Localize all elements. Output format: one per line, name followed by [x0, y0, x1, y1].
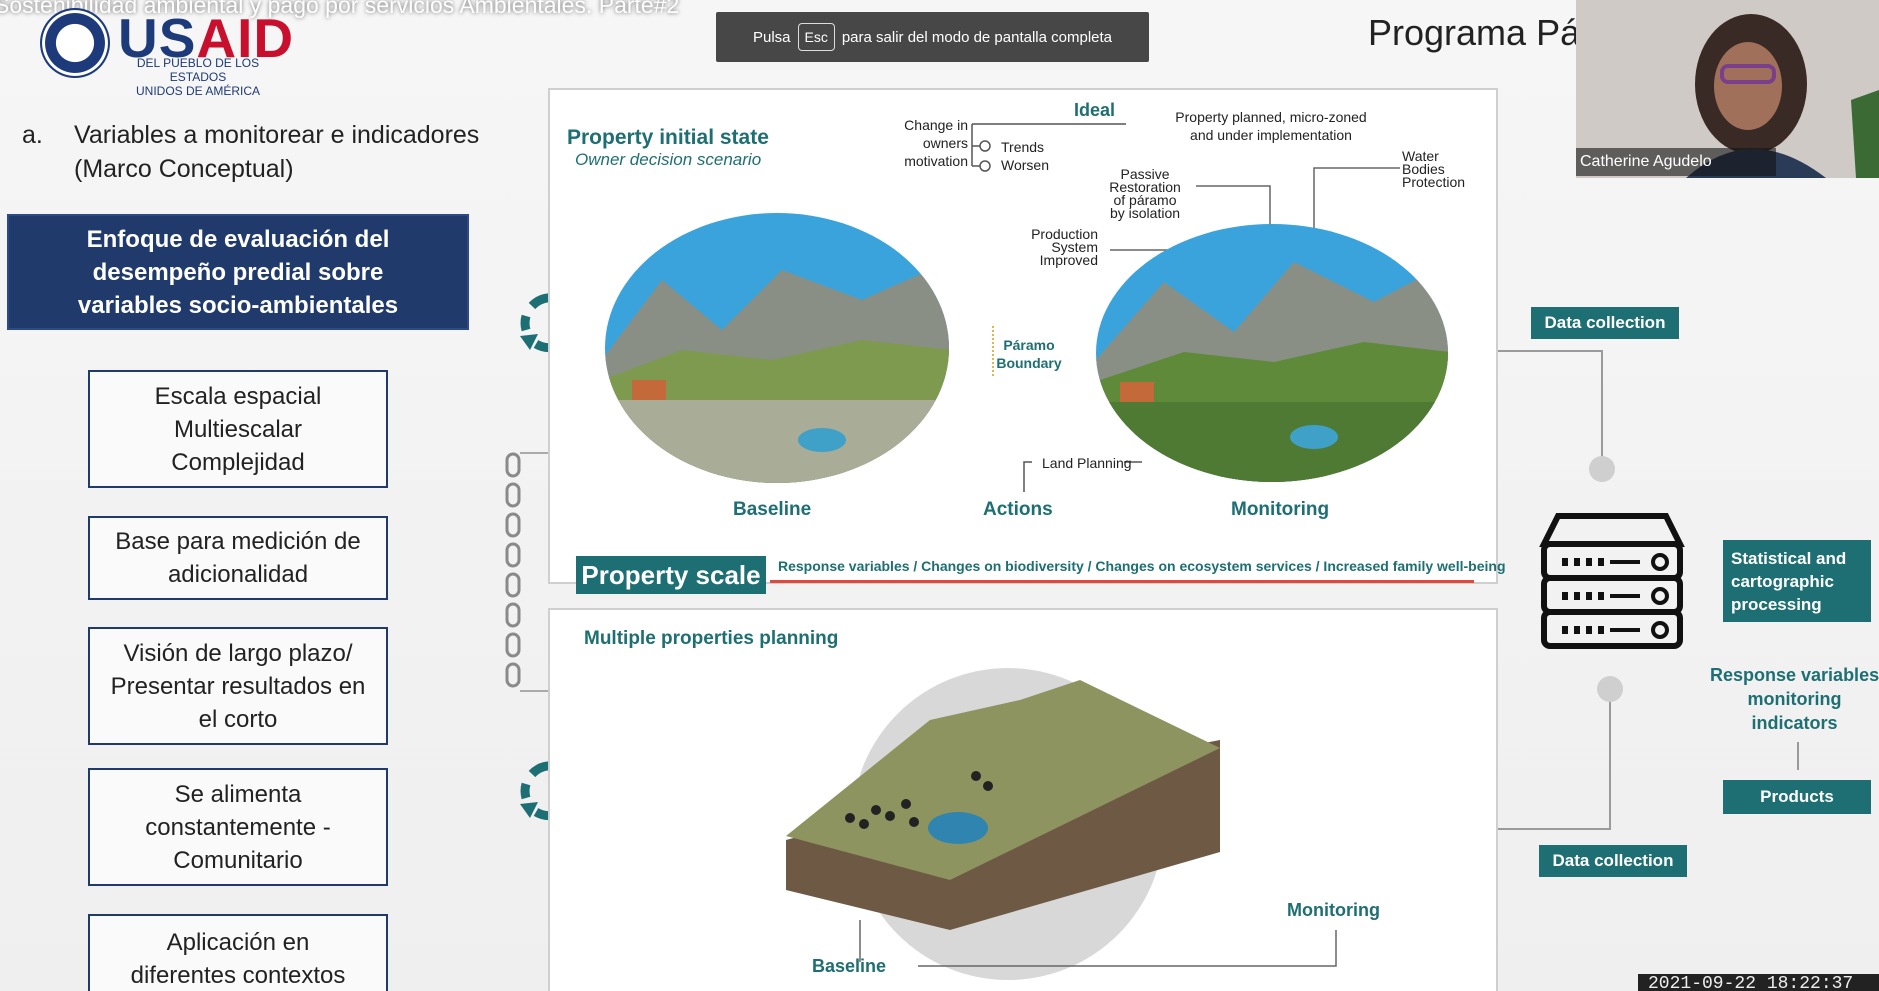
- multi-properties-title: Multiple properties planning: [584, 628, 839, 649]
- trends-label: Trends: [1001, 139, 1045, 155]
- owner-scenario: Owner decision scenario: [575, 150, 762, 169]
- terrain-block-image: [786, 668, 1220, 980]
- data-flow-lines: [1498, 350, 1623, 830]
- baseline-label: Baseline: [733, 499, 812, 520]
- planned-label: Property planned, micro-zoned and under …: [1175, 109, 1367, 143]
- webcam-name-label: Catherine Agudelo: [1576, 148, 1776, 176]
- initial-state-title: Property initial state: [567, 126, 769, 149]
- data-collection-badge-1: Data collection: [1531, 307, 1679, 339]
- usaid-subtitle: DEL PUEBLO DE LOS ESTADOS UNIDOS DE AMÉR…: [135, 56, 261, 98]
- esc-key: Esc: [797, 23, 835, 51]
- land-planning-label: Land Planning: [1042, 455, 1132, 471]
- monitoring-landscape-image: [1096, 224, 1448, 482]
- fullscreen-exit-banner: Pulsa Esc para salir del modo de pantall…: [716, 12, 1149, 62]
- response-monitoring-label: Response variables monitoring indicators: [1710, 665, 1879, 733]
- ideal-label: Ideal: [1074, 100, 1116, 120]
- branch-lines: [971, 123, 1126, 172]
- property-scale-badge: Property scale: [576, 556, 766, 594]
- timestamp: 2021-09-22 18:22:37: [1638, 974, 1879, 991]
- land-planning-line: [1023, 461, 1142, 492]
- paramo-divider: [992, 326, 994, 376]
- data-collection-badge-2: Data collection: [1539, 845, 1687, 877]
- baseline-label-2: Baseline: [812, 956, 887, 976]
- usaid-logo: USAID: [118, 7, 295, 69]
- monitoring-label: Monitoring: [1231, 499, 1330, 520]
- esc-suffix: para salir del modo de pantalla completa: [841, 28, 1113, 46]
- production-label: Production System Improved: [1031, 226, 1098, 268]
- actions-label: Actions: [983, 499, 1053, 520]
- products-badge: Products: [1723, 780, 1871, 814]
- box-vision: Visión de largo plazo/Presentar resultad…: [88, 627, 388, 745]
- connector-line: [520, 452, 548, 454]
- esc-prefix: Pulsa: [752, 28, 791, 46]
- passive-restoration-label: Passive Restoration of páramo by isolati…: [1109, 166, 1181, 221]
- baseline-monitoring-line: [859, 920, 1337, 967]
- section-heading: a.Variables a monitorear e indicadores (…: [22, 121, 480, 183]
- monitoring-label-2: Monitoring: [1287, 900, 1380, 920]
- statistical-processing-badge: Statistical and cartographic processing: [1723, 540, 1871, 622]
- water-bodies-label: Water Bodies Protection: [1402, 148, 1466, 190]
- chain-icon: [505, 452, 521, 688]
- program-title: Programa Pá: [1368, 12, 1581, 53]
- response-variables-line: Response variables / Changes on biodiver…: [778, 558, 1506, 574]
- baseline-landscape-image: [605, 213, 949, 483]
- server-icon: [1539, 513, 1685, 649]
- worsen-label: Worsen: [1001, 157, 1049, 173]
- connector-line: [1797, 742, 1799, 770]
- change-in-label: Change in owners motivation: [904, 117, 968, 169]
- usaid-seal-icon: [40, 8, 110, 78]
- video-title: Sostenibilidad ambiental y pago por serv…: [0, 0, 680, 18]
- paramo-label: Páramo Boundary: [996, 337, 1062, 371]
- red-underline: [770, 580, 1474, 583]
- connector-line: [520, 690, 550, 692]
- enfoque-box: Enfoque de evaluación del desempeño pred…: [7, 214, 469, 330]
